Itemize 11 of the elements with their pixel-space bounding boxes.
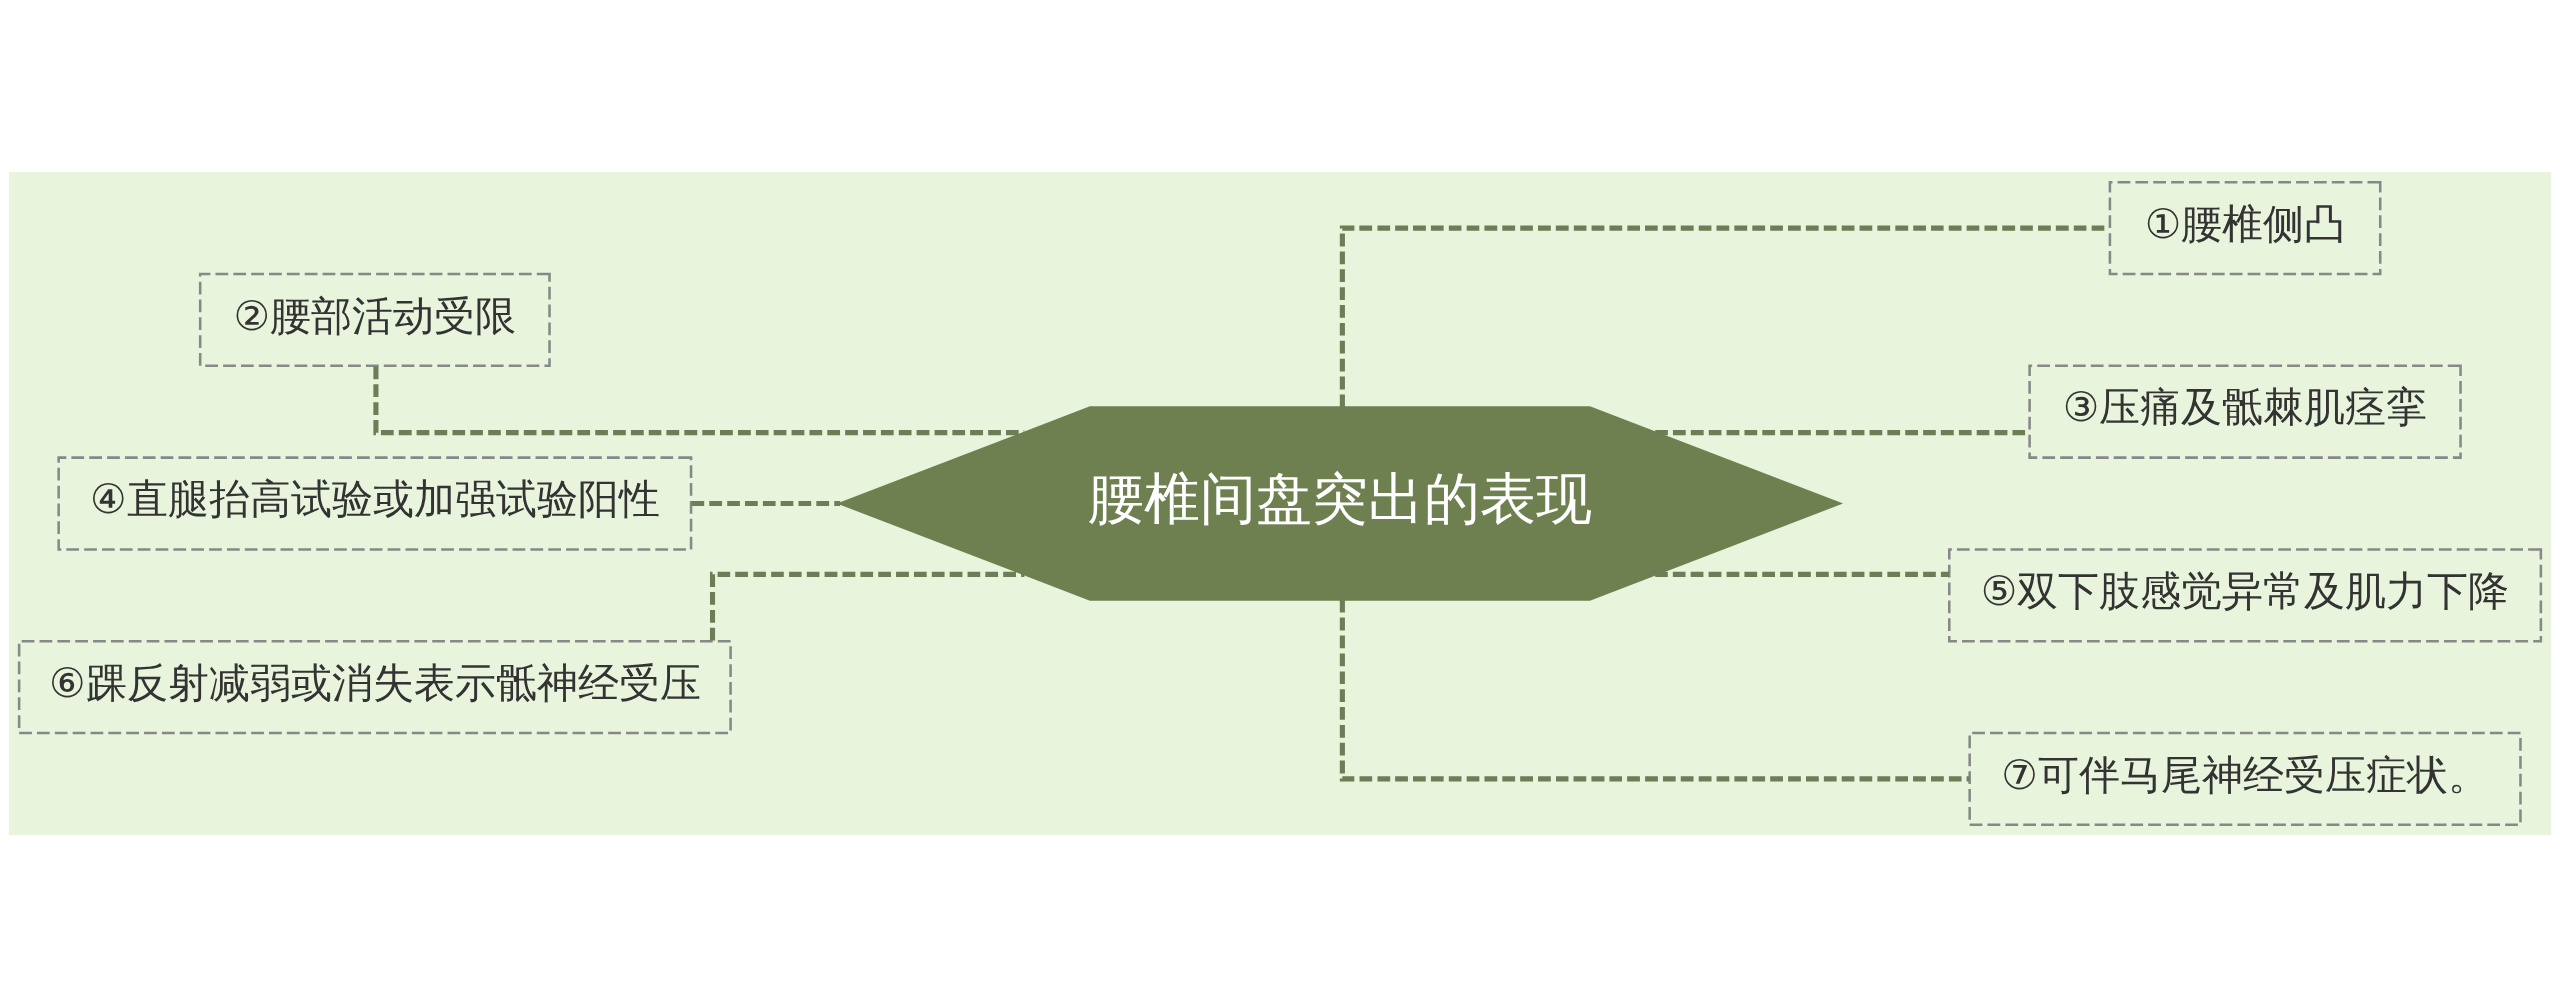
- node-box: ⑦可伴马尾神经受压症状。: [1968, 731, 2522, 826]
- connector: [709, 571, 1025, 641]
- node-box: ④直腿抬高试验或加强试验阳性: [57, 455, 693, 551]
- node-box: ①腰椎侧凸: [2108, 180, 2382, 275]
- node-box: ②腰部活动受限: [198, 272, 551, 367]
- connector: [1339, 599, 1970, 781]
- connector: [1655, 571, 1950, 577]
- connector: [691, 500, 841, 506]
- node-box: ⑤双下肢感觉异常及肌力下降: [1948, 547, 2543, 642]
- node-box: ⑥踝反射减弱或消失表示骶神经受压: [17, 639, 732, 734]
- node-box: ③压痛及骶棘肌痉挛: [2028, 364, 2462, 459]
